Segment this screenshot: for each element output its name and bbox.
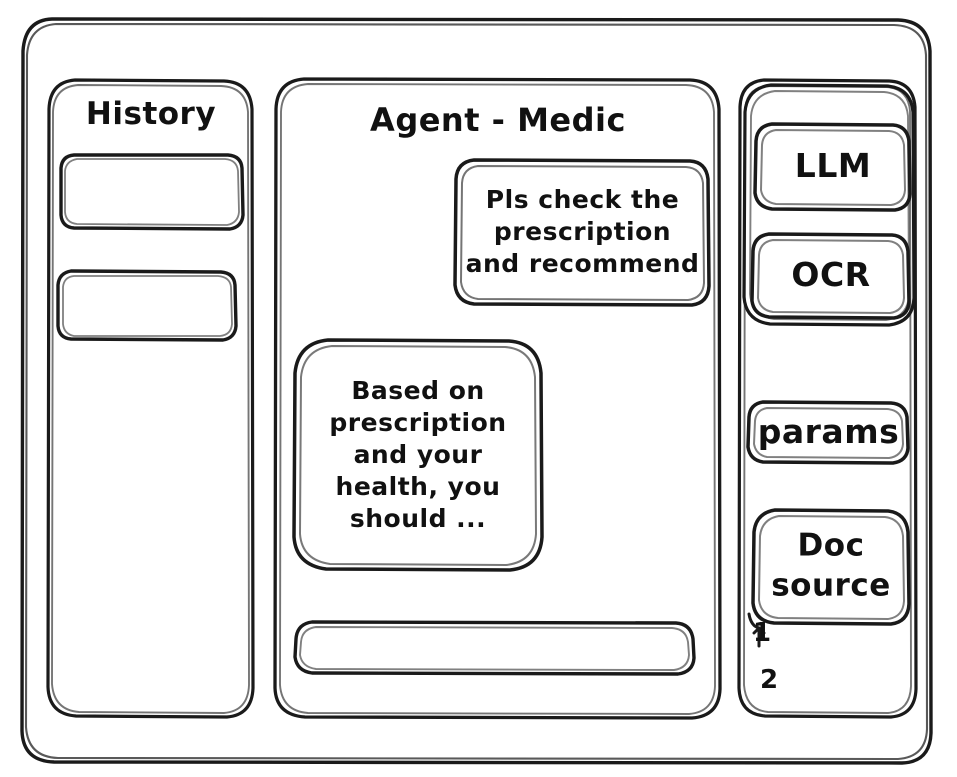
doc-source-box[interactable]: Doc source <box>749 507 913 625</box>
params-button[interactable]: params <box>745 399 912 465</box>
history-item-1[interactable] <box>58 152 246 231</box>
doc-source-label: Doc source <box>771 527 891 603</box>
ocr-button-label: OCR <box>791 254 871 294</box>
assistant-message-bubble: Based on prescription and your health, y… <box>290 337 546 573</box>
params-button-label: params <box>757 411 900 451</box>
llm-button[interactable]: LLM <box>752 121 914 211</box>
message-input[interactable] <box>292 619 698 676</box>
doc-ref-2[interactable]: 2 <box>760 665 779 695</box>
history-item-2[interactable] <box>55 268 239 342</box>
doc-source-connector-icon <box>747 612 766 648</box>
user-message-bubble: Pls check the prescription and recommend <box>452 157 713 307</box>
history-title: History <box>85 96 217 132</box>
llm-button-label: LLM <box>794 145 872 185</box>
doc-ref-1[interactable]: 1 <box>753 618 772 648</box>
ocr-button[interactable]: OCR <box>749 231 913 319</box>
agent-title: Agent - Medic <box>370 101 626 139</box>
assistant-message-text: Based on prescription and your health, y… <box>329 376 507 533</box>
user-message-text: Pls check the prescription and recommend <box>465 185 700 278</box>
